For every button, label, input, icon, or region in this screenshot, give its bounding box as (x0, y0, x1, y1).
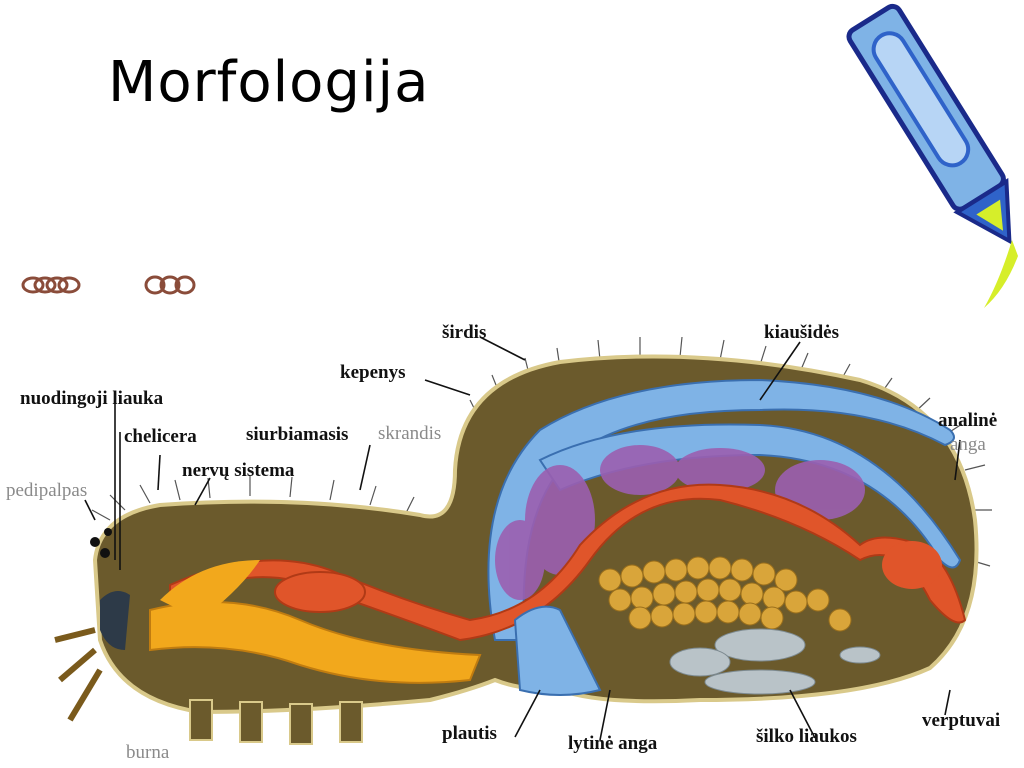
label-lytine-anga: lytinė anga (568, 733, 658, 754)
label-kiausides: kiaušidės (764, 322, 839, 343)
label-skrandis: skrandis (378, 423, 442, 444)
label-sirdis: širdis (442, 322, 487, 343)
label-nuodingoji-liauka: nuodingoji liauka (20, 388, 164, 409)
label-nervu-sistema: nervų sistema (182, 460, 295, 481)
label-anga: anga (950, 434, 986, 455)
label-plautis: plautis (442, 723, 497, 744)
label-pedipalpas: pedipalpas (6, 480, 88, 501)
slide-title: Morfologija (108, 50, 430, 115)
label-siurbiamasis: siurbiamasis (246, 424, 349, 445)
label-silko-liaukos: šilko liaukos (756, 726, 857, 747)
label-chelicera: chelicera (124, 426, 197, 447)
label-kepenys: kepenys (340, 362, 406, 383)
label-burna: burna (126, 742, 170, 763)
label-analine: analinė (938, 410, 998, 431)
label-verptuvai: verptuvai (922, 710, 1001, 731)
